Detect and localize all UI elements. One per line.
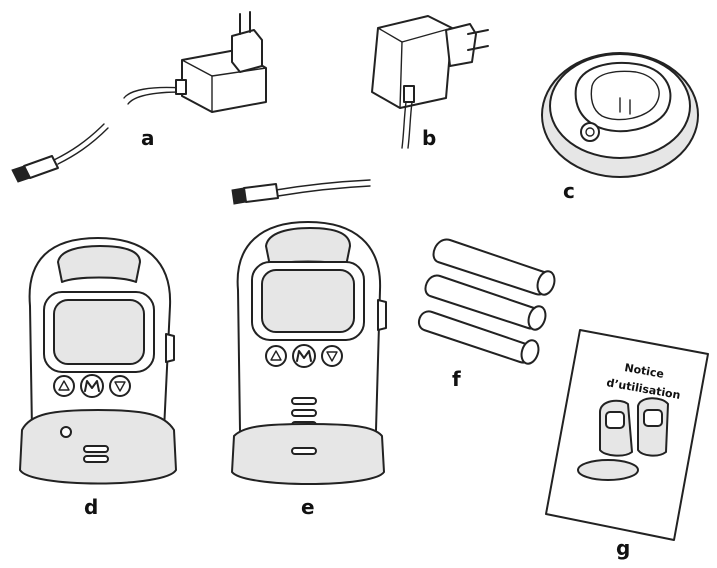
battery-pack xyxy=(417,238,556,365)
parent-unit-top-grip xyxy=(265,227,351,267)
adapter-b-cable2 xyxy=(407,101,413,149)
adapter-b-plug xyxy=(445,23,477,67)
baby-unit-slot2 xyxy=(83,455,109,463)
parent-unit-down-button xyxy=(321,345,343,367)
part-label-c: c xyxy=(563,179,575,203)
charging-base-well xyxy=(574,61,672,133)
baby-unit xyxy=(19,237,177,485)
parent-unit-up-button xyxy=(265,345,287,367)
battery-end-1 xyxy=(520,339,540,365)
m-icon xyxy=(84,380,100,392)
m-icon xyxy=(296,350,312,362)
adapter-a xyxy=(11,11,267,183)
adapter-b-strain xyxy=(403,85,415,103)
part-label-a: a xyxy=(141,126,155,150)
battery-end-3 xyxy=(536,270,556,296)
charging-base-button xyxy=(580,122,600,142)
triangle-up-icon xyxy=(58,380,70,391)
battery-end-2 xyxy=(527,305,547,331)
adapter-a-cable-top2 xyxy=(127,91,183,105)
adapter-a-connector xyxy=(23,155,59,179)
adapter-b-cable xyxy=(401,101,407,149)
manual-illustration-screen2 xyxy=(643,409,663,427)
adapter-a-strain xyxy=(175,79,187,95)
charging-base-inner xyxy=(590,70,660,121)
parent-unit-screen xyxy=(261,269,355,333)
triangle-down-icon xyxy=(114,381,126,392)
adapter-b-body xyxy=(371,15,453,109)
parent-unit xyxy=(231,221,387,485)
user-manual: Notice d’utilisation xyxy=(545,329,709,541)
adapter-b-connector xyxy=(243,183,279,203)
part-label-f: f xyxy=(452,367,461,391)
adapter-b-lead xyxy=(275,179,371,191)
parent-unit-slot2 xyxy=(291,409,317,417)
part-label-b: b xyxy=(422,126,437,150)
adapter-b-lead2 xyxy=(277,185,371,197)
charging-base-led xyxy=(585,127,595,137)
adapter-a-cable-top xyxy=(123,86,183,99)
baby-unit-up-button xyxy=(53,375,75,397)
manual-illustration-base xyxy=(577,459,639,481)
baby-unit-screen xyxy=(53,299,145,365)
baby-unit-top-grip xyxy=(57,245,141,283)
parent-unit-slot1 xyxy=(291,397,317,405)
adapter-b-pin1 xyxy=(467,29,489,35)
part-label-g: g xyxy=(616,536,631,560)
baby-unit-mic xyxy=(60,426,72,438)
part-label-d: d xyxy=(84,495,99,519)
adapter-a-connector-tip xyxy=(11,165,31,183)
parent-unit-side-switch xyxy=(377,299,387,331)
adapter-a-cable-low xyxy=(53,123,105,161)
adapter-b xyxy=(231,15,489,205)
triangle-up-icon xyxy=(270,350,282,361)
adapter-a-plug xyxy=(231,29,263,73)
charging-base xyxy=(541,52,699,178)
manual-illustration-screen1 xyxy=(605,411,625,429)
parent-unit-m-button xyxy=(292,344,316,368)
baby-unit-m-button xyxy=(80,374,104,398)
adapter-b-edge2 xyxy=(399,41,403,109)
baby-unit-down-button xyxy=(109,375,131,397)
baby-unit-side-switch xyxy=(165,333,175,363)
adapter-a-cable-low2 xyxy=(57,127,109,165)
parent-unit-slot4 xyxy=(291,447,317,455)
baby-unit-slot1 xyxy=(83,445,109,453)
part-label-e: e xyxy=(301,495,315,519)
adapter-b-connector-tip xyxy=(231,187,247,205)
triangle-down-icon xyxy=(326,351,338,362)
adapter-b-pin2 xyxy=(467,45,489,51)
